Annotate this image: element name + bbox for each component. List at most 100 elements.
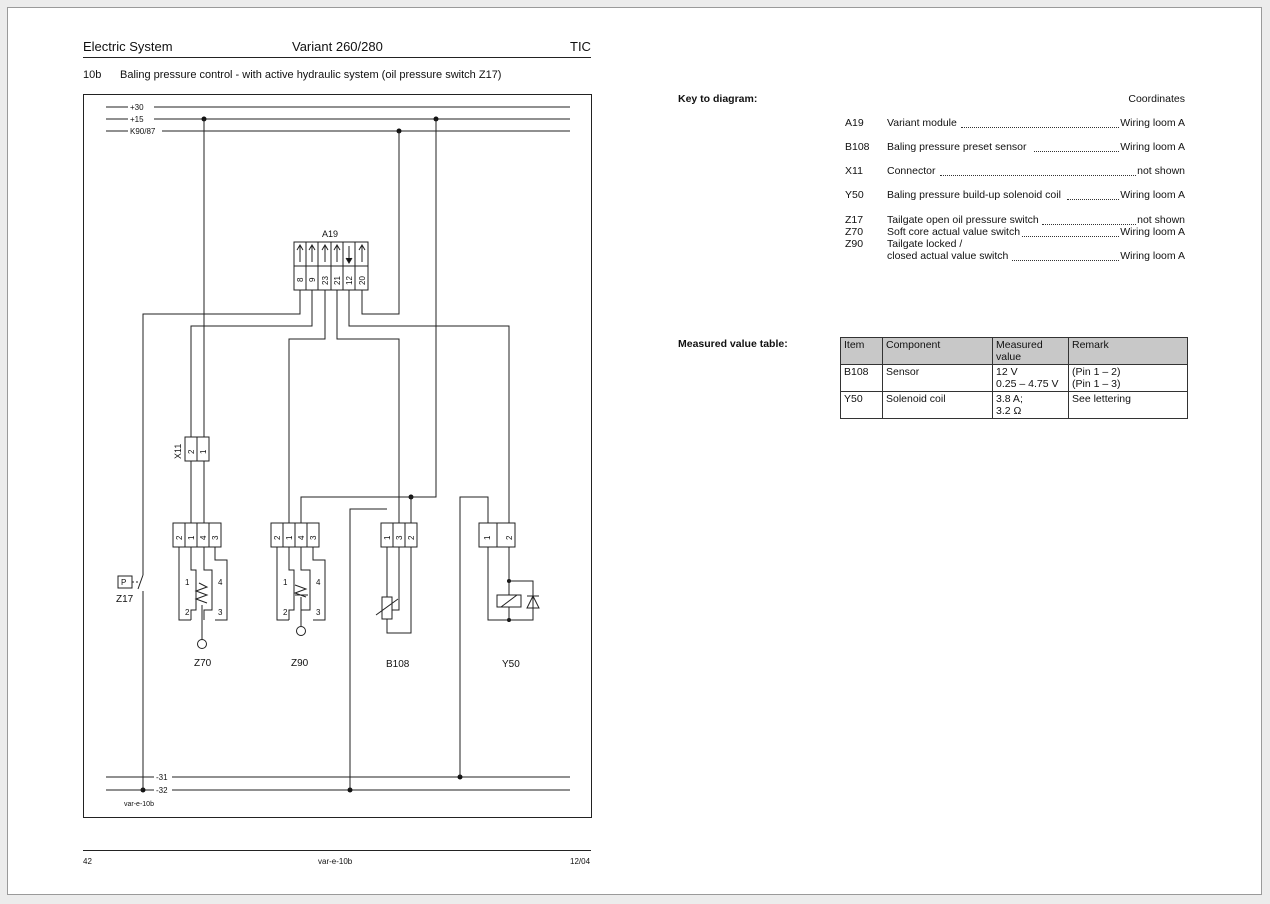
- footer-date: 12/04: [570, 857, 591, 866]
- coordinates-label: Coordinates: [1128, 93, 1185, 105]
- z90-sensor-symbol: [296, 626, 306, 636]
- z90-pin-3: 3: [309, 535, 318, 540]
- header-center: Variant 260/280: [292, 39, 383, 54]
- key-description-cont: closed actual value switch: [887, 250, 1009, 262]
- y50-pin-1: 1: [483, 535, 492, 540]
- key-description: Variant module: [887, 117, 957, 129]
- value-line: 3.2 Ω: [996, 405, 1022, 417]
- label-y50: Y50: [502, 659, 520, 670]
- footer-rule: [83, 850, 591, 851]
- value-line: 0.25 – 4.75 V: [996, 378, 1059, 390]
- cell-remark: (Pin 1 – 2)(Pin 1 – 3): [1068, 364, 1188, 392]
- b108-connector: [380, 522, 418, 548]
- wiring-diagram: +30 +15 K90/87 -31 -32: [83, 94, 592, 818]
- z70-sensor-symbol: [197, 639, 207, 649]
- wiring-diagram-svg: +30 +15 K90/87 -31 -32: [106, 102, 570, 808]
- leader-dots: [940, 175, 1136, 176]
- key-description: Soft core actual value switch: [887, 226, 1021, 238]
- key-code: Z17: [845, 214, 864, 226]
- z90-pin-4: 4: [297, 535, 306, 540]
- column-header: Remark: [1068, 337, 1188, 365]
- z70-term-2: 2: [185, 608, 190, 617]
- key-code: Y50: [845, 189, 864, 201]
- remark-line: (Pin 1 – 3): [1072, 378, 1121, 390]
- table-row: Y50 Solenoid coil 3.8 A;3.2 Ω See letter…: [840, 391, 1188, 419]
- key-location: Wiring loom A: [1120, 141, 1185, 153]
- x11-pin-1: 1: [199, 449, 208, 454]
- header-right: TIC: [570, 39, 591, 54]
- section-number: 10b: [83, 69, 102, 81]
- measured-value-table: Item Component Measured value Remark B10…: [840, 337, 1188, 419]
- label-b108: B108: [386, 659, 410, 670]
- key-description: Connector: [887, 165, 936, 177]
- rail-label-31: -31: [156, 773, 168, 782]
- z70-term-4: 4: [218, 578, 223, 587]
- rail-label-k90: K90/87: [130, 127, 156, 136]
- footer-ref: var-e-10b: [318, 857, 353, 866]
- column-header: Component: [882, 337, 993, 365]
- measured-title: Measured value table:: [678, 338, 788, 350]
- y50-pin-2: 2: [505, 535, 514, 540]
- cell-value: 3.8 A;3.2 Ω: [992, 391, 1069, 419]
- module-pin-23: 23: [321, 276, 330, 285]
- key-description: Baling pressure preset sensor: [887, 141, 1027, 153]
- section-title: Baling pressure control - with active hy…: [120, 69, 502, 81]
- z90-pin-2: 2: [273, 535, 282, 540]
- leader-dots: [1012, 260, 1119, 261]
- z70-pin-2: 2: [175, 535, 184, 540]
- leader-dots: [1042, 224, 1136, 225]
- z90-term-2: 2: [283, 608, 288, 617]
- leader-dots: [1022, 236, 1119, 237]
- remark-line: See lettering: [1072, 393, 1131, 405]
- header-rule: [83, 57, 591, 58]
- module-pin-8: 8: [296, 277, 305, 282]
- footer-page-number: 42: [83, 857, 92, 866]
- rail-label-30: +30: [130, 103, 144, 112]
- key-title: Key to diagram:: [678, 93, 758, 105]
- key-code: Z90: [845, 238, 864, 250]
- key-location: Wiring loom A: [1120, 189, 1185, 201]
- leader-dots: [1067, 199, 1119, 200]
- leader-dots: [1034, 151, 1119, 152]
- cell-item: B108: [840, 364, 883, 392]
- leader-dots: [961, 127, 1119, 128]
- module-pin-21: 21: [333, 276, 342, 285]
- connector-label: X11: [173, 444, 183, 459]
- column-header: Measured value: [992, 337, 1069, 365]
- y50-diode-symbol: [526, 594, 540, 609]
- z90-pin-1: 1: [285, 535, 294, 540]
- z70-pin-3: 3: [211, 535, 220, 540]
- value-line: 12 V: [996, 366, 1018, 378]
- key-location: not shown: [1137, 214, 1185, 226]
- b108-pin-1: 1: [383, 535, 392, 540]
- cell-item: Y50: [840, 391, 883, 419]
- label-z70: Z70: [194, 658, 212, 669]
- z90-term-3: 3: [316, 608, 321, 617]
- key-description: Tailgate open oil pressure switch: [887, 214, 1039, 226]
- z90-term-4: 4: [316, 578, 321, 587]
- rail-label-32: -32: [156, 786, 168, 795]
- key-location: Wiring loom A: [1120, 250, 1185, 262]
- module-label: A19: [322, 229, 338, 239]
- key-description: Baling pressure build-up solenoid coil: [887, 189, 1061, 201]
- x11-pin-2: 2: [187, 449, 196, 454]
- z70-pin-4: 4: [199, 535, 208, 540]
- remark-line: (Pin 1 – 2): [1072, 366, 1121, 378]
- key-location: Wiring loom A: [1120, 226, 1185, 238]
- column-header: Item: [840, 337, 883, 365]
- z70-pin-1: 1: [187, 535, 196, 540]
- key-code: A19: [845, 117, 864, 129]
- z70-term-1: 1: [185, 578, 190, 587]
- table-header-row: Item Component Measured value Remark: [840, 337, 1188, 365]
- module-pin-12: 12: [345, 276, 354, 285]
- z17-p-label: P: [121, 578, 126, 587]
- document-page: Electric System Variant 260/280 TIC 10b …: [7, 7, 1262, 895]
- module-pin-9: 9: [308, 277, 317, 282]
- cell-component: Solenoid coil: [882, 391, 993, 419]
- key-code: X11: [845, 165, 863, 177]
- cell-component: Sensor: [882, 364, 993, 392]
- key-code: B108: [845, 141, 870, 153]
- b108-pin-3: 3: [395, 535, 404, 540]
